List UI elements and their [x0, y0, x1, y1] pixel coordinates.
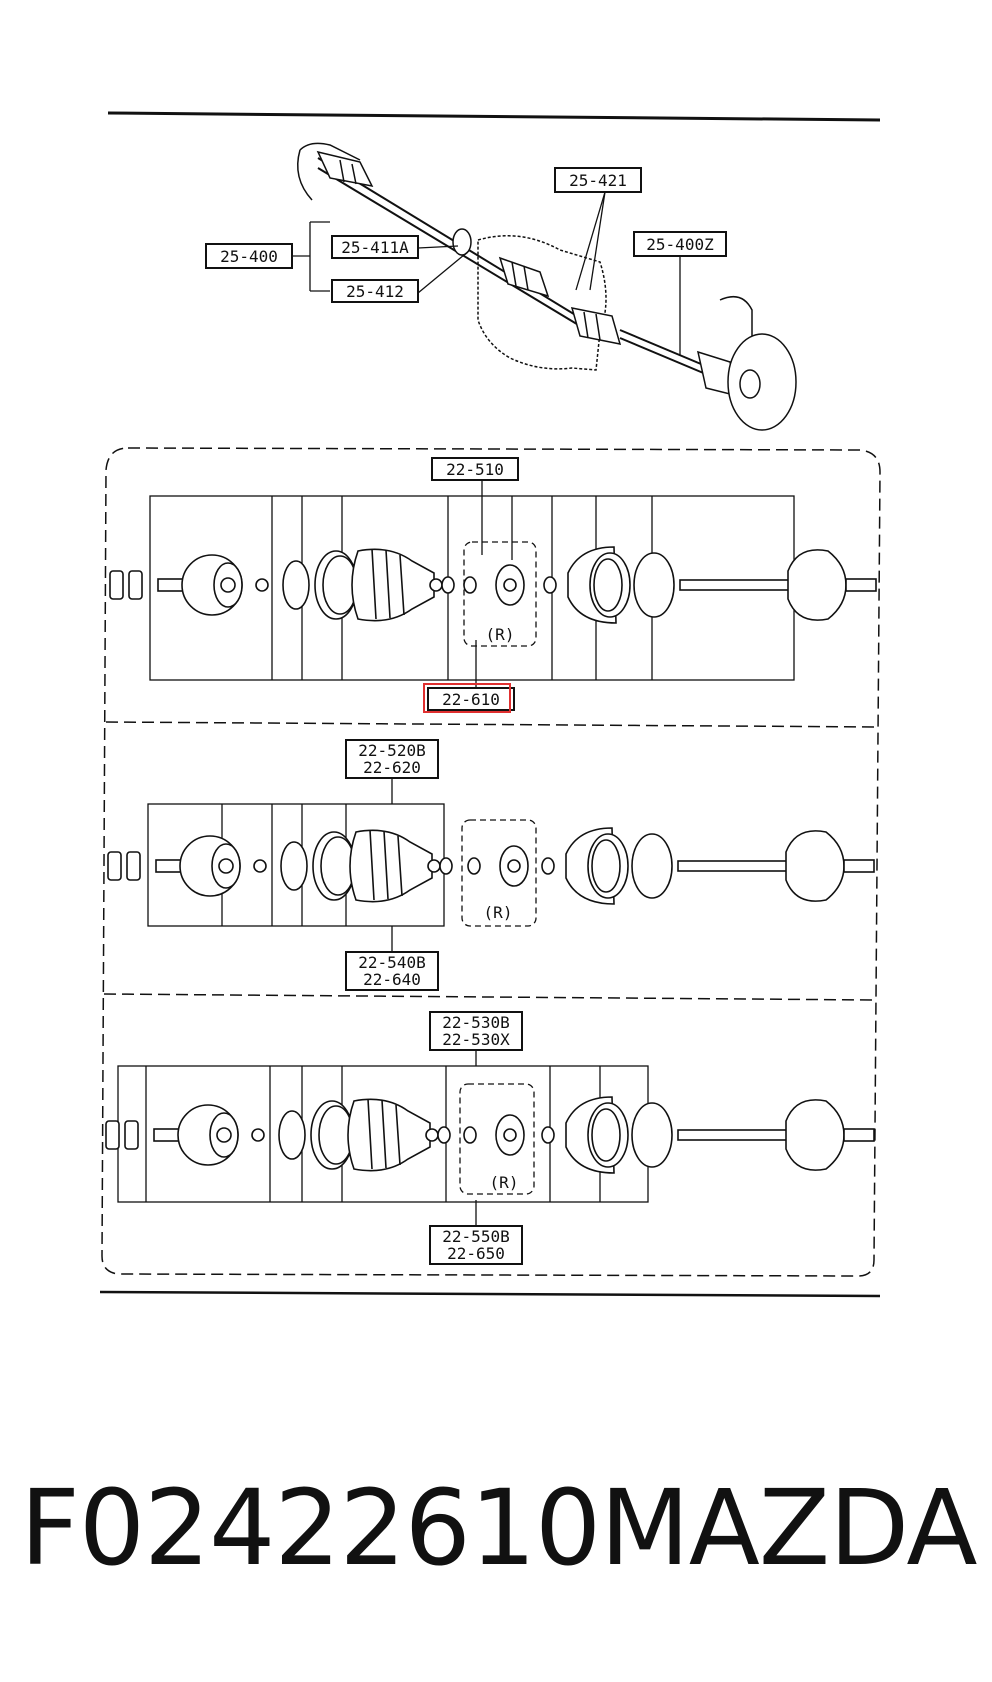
panel-3: (R) 22-530B 22-530X 22-550B 22-650: [105, 1011, 875, 1265]
label-22-510: 22-510: [431, 457, 519, 481]
inset-r-label: (R): [484, 903, 513, 922]
label-22-610[interactable]: 22-610: [423, 683, 515, 713]
label-text: 25-400Z: [646, 235, 714, 254]
label-text: 25-400: [220, 247, 278, 266]
part-number: F02422610: [20, 1467, 601, 1589]
label-22-520b: 22-520B 22-620: [345, 739, 439, 779]
label-text: 22-640: [363, 970, 421, 989]
label-text: 22-520B: [358, 741, 425, 760]
label-text: 22-650: [447, 1244, 505, 1263]
overview-leaders: [292, 191, 681, 356]
variants-frame: [101, 447, 881, 1277]
panel-1: (R) 22-510 22-610: [109, 457, 877, 713]
highlight-box: [423, 683, 511, 713]
label-22-550b: 22-550B 22-650: [429, 1225, 523, 1265]
label-text: 22-610: [442, 690, 500, 709]
label-text: 22-620: [363, 758, 421, 777]
brand-name: MAZDA: [600, 1467, 978, 1589]
label-text: 22-540B: [358, 953, 425, 972]
label-25-412: 25-412: [331, 279, 419, 303]
inset-r-label: (R): [486, 625, 515, 644]
panel-2: (R) 22-520B 22-620 22-540B 22-640: [107, 739, 875, 991]
label-22-540b: 22-540B 22-640: [345, 951, 439, 991]
label-text: 22-550B: [442, 1227, 509, 1246]
label-25-400: 25-400: [205, 243, 293, 269]
inset-r-label: (R): [490, 1173, 519, 1192]
label-text: 22-530B: [442, 1013, 509, 1032]
label-text: 25-421: [569, 171, 627, 190]
label-25-411a: 25-411A: [331, 235, 419, 259]
label-text: 25-412: [346, 282, 404, 301]
overview-drawing: [297, 142, 797, 431]
label-22-530b: 22-530B 22-530X: [429, 1011, 523, 1051]
label-text: 22-530X: [442, 1030, 510, 1049]
label-25-400z: 25-400Z: [633, 231, 727, 257]
label-25-421: 25-421: [554, 167, 642, 193]
label-text: 22-510: [446, 460, 504, 479]
label-text: 25-411A: [341, 238, 409, 257]
part-caption: F02422610 MAZDA: [20, 1468, 980, 1588]
